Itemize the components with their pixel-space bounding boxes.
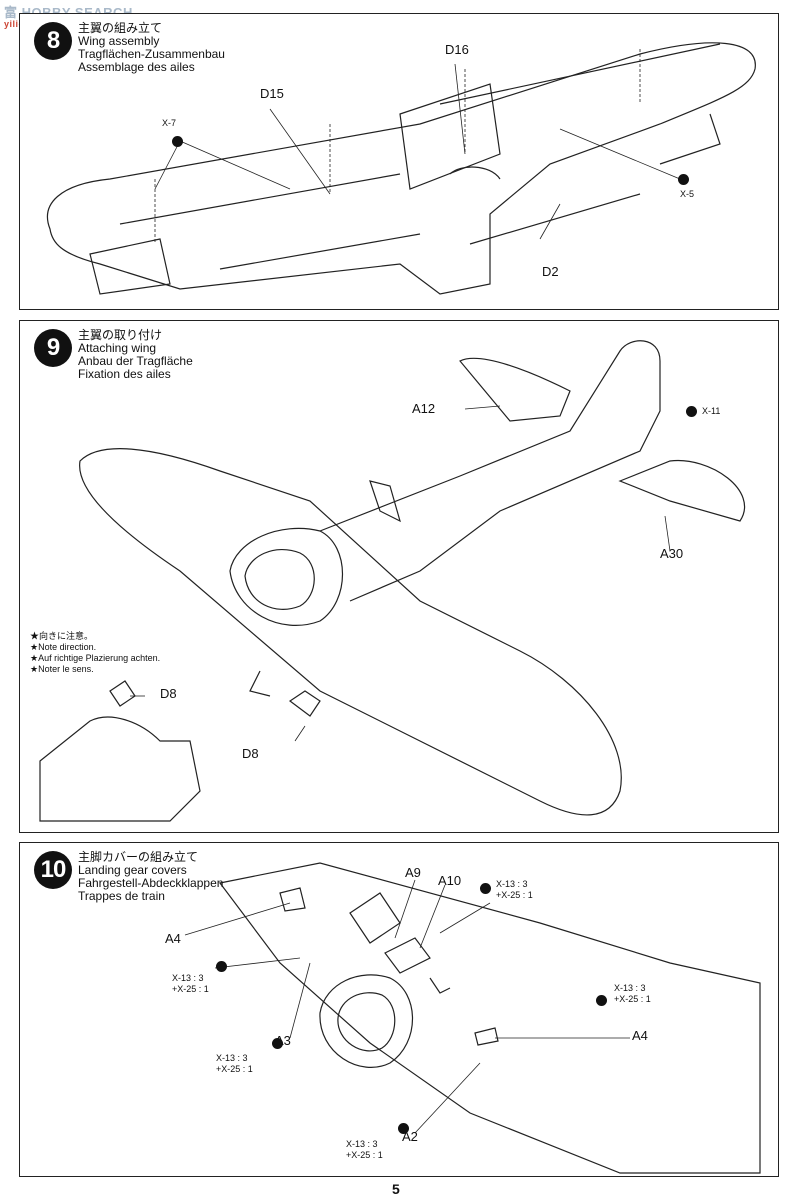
label-a4-right: A4 bbox=[632, 1028, 648, 1043]
screw-ratio-a3-b: +X-25 : 1 bbox=[216, 1064, 253, 1074]
step-10-title-jp: 主脚カバーの組み立て bbox=[78, 850, 199, 864]
screw-group-top-icon bbox=[480, 883, 491, 894]
screw-ratio-left-b: +X-25 : 1 bbox=[172, 984, 209, 994]
step-10-title-de: Fahrgestell-Abdeckklappen bbox=[78, 876, 224, 890]
screw-x11-icon bbox=[686, 406, 697, 417]
step-10-header: 10 主脚カバーの組み立て Landing gear covers Fahrge… bbox=[34, 851, 223, 903]
step-10-title-en: Landing gear covers bbox=[78, 863, 187, 877]
screw-ratio-top-b: +X-25 : 1 bbox=[496, 890, 533, 900]
step-8-title-jp: 主翼の組み立て bbox=[78, 21, 163, 35]
step-8-panel: 8 主翼の組み立て Wing assembly Tragflächen-Zusa… bbox=[19, 13, 779, 310]
step-10-panel: 10 主脚カバーの組み立て Landing gear covers Fahrge… bbox=[19, 842, 779, 1177]
step-10-titles: 主脚カバーの組み立て Landing gear covers Fahrgeste… bbox=[78, 851, 223, 903]
note-fr: ★Noter le sens. bbox=[30, 664, 94, 674]
label-a12: A12 bbox=[412, 401, 436, 416]
landing-gear-covers-drawing bbox=[184, 862, 761, 1174]
screw-ratio-top-a: X-13 : 3 bbox=[496, 879, 528, 889]
step-9-panel: 9 主翼の取り付け Attaching wing Anbau der Tragf… bbox=[19, 320, 779, 833]
screw-group-a3-icon bbox=[272, 1038, 283, 1049]
label-x5: X-5 bbox=[680, 189, 695, 199]
label-a9: A9 bbox=[405, 865, 421, 880]
label-d8-main: D8 bbox=[242, 746, 259, 761]
step-9-title-en: Attaching wing bbox=[78, 341, 157, 355]
label-x7: X-7 bbox=[162, 118, 177, 128]
label-d15: D15 bbox=[260, 86, 284, 101]
screw-ratio-a3-a: X-13 : 3 bbox=[216, 1053, 248, 1063]
page-number: 5 bbox=[392, 1181, 400, 1197]
screw-ratio-left-a: X-13 : 3 bbox=[172, 973, 204, 983]
step-9-title-fr: Fixation des ailes bbox=[78, 367, 171, 381]
step-9-title-de: Anbau der Tragfläche bbox=[78, 354, 193, 368]
label-a4-left: A4 bbox=[165, 931, 181, 946]
step-8-title-fr: Assemblage des ailes bbox=[78, 60, 195, 74]
label-d16: D16 bbox=[445, 42, 469, 57]
step-8-title-de: Tragflächen-Zusammenbau bbox=[78, 47, 225, 61]
screw-ratio-right-a: X-13 : 3 bbox=[614, 983, 646, 993]
label-a10: A10 bbox=[438, 873, 462, 888]
screw-x5-icon bbox=[678, 174, 689, 185]
screw-group-a2-icon bbox=[398, 1123, 409, 1134]
step-9-number: 9 bbox=[34, 329, 72, 367]
step-9-title-jp: 主翼の取り付け bbox=[78, 328, 163, 342]
screw-group-left-icon bbox=[216, 961, 227, 972]
screw-ratio-a2-b: +X-25 : 1 bbox=[346, 1150, 383, 1160]
step-8-titles: 主翼の組み立て Wing assembly Tragflächen-Zusamm… bbox=[78, 22, 225, 74]
wing-assembly-drawing bbox=[46, 42, 756, 295]
label-x11: X-11 bbox=[702, 406, 721, 416]
label-a30: A30 bbox=[660, 546, 684, 561]
note-de: ★Auf richtige Plazierung achten. bbox=[30, 653, 161, 663]
label-d2: D2 bbox=[542, 264, 559, 279]
screw-ratio-a2-a: X-13 : 3 bbox=[346, 1139, 378, 1149]
step-10-number: 10 bbox=[34, 851, 72, 889]
step-8-number: 8 bbox=[34, 22, 72, 60]
screw-group-right-icon bbox=[596, 995, 607, 1006]
step-8-title-en: Wing assembly bbox=[78, 34, 160, 48]
screw-x7-icon bbox=[172, 136, 183, 147]
screw-ratio-right-b: +X-25 : 1 bbox=[614, 994, 651, 1004]
direction-note: ★向きに注意。 ★Note direction. ★Auf richtige P… bbox=[30, 631, 160, 675]
step-9-titles: 主翼の取り付け Attaching wing Anbau der Tragflä… bbox=[78, 329, 193, 381]
step-10-title-fr: Trappes de train bbox=[78, 889, 165, 903]
step-8-header: 8 主翼の組み立て Wing assembly Tragflächen-Zusa… bbox=[34, 22, 225, 74]
step-9-header: 9 主翼の取り付け Attaching wing Anbau der Tragf… bbox=[34, 329, 193, 381]
note-en: ★Note direction. bbox=[30, 642, 97, 652]
note-jp: ★向きに注意。 bbox=[30, 631, 94, 641]
attaching-wing-drawing bbox=[39, 340, 746, 822]
label-d8-inset: D8 bbox=[160, 686, 177, 701]
